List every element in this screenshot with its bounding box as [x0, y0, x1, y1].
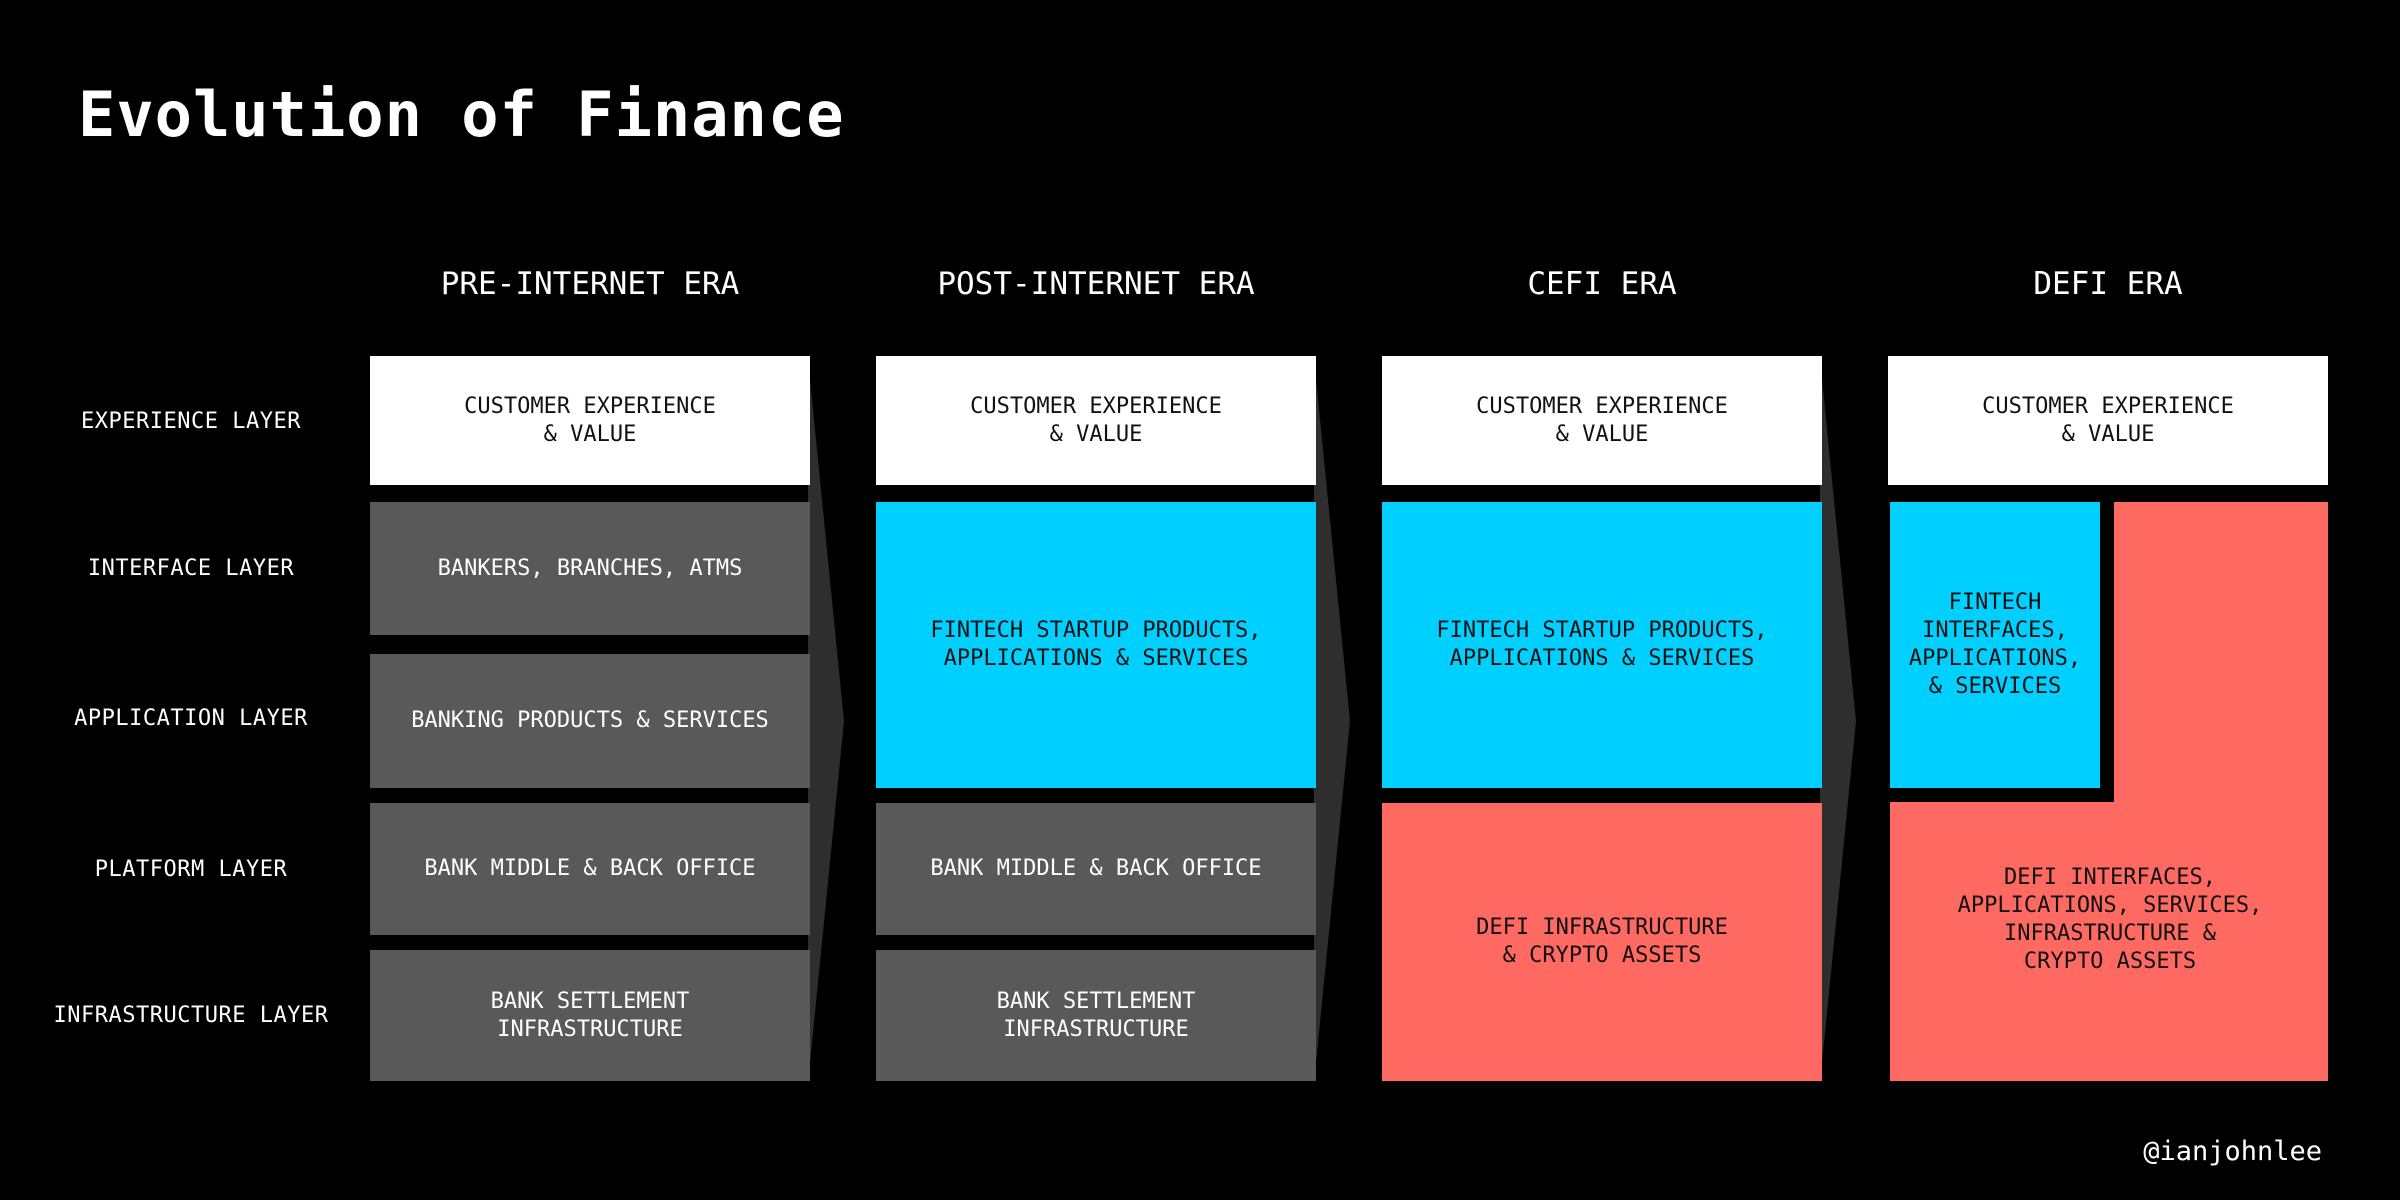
pre-platform-box: BANK MIDDLE & BACK OFFICE: [370, 803, 810, 935]
interface-layer-label: INTERFACE LAYER: [87, 556, 295, 581]
era-title-defi: DEFI ERA: [2033, 266, 2183, 302]
post-infrastructure-box: BANK SETTLEMENT INFRASTRUCTURE: [876, 950, 1316, 1081]
transition-arrow-1: [808, 359, 844, 1083]
era-title-cefi: CEFI ERA: [1527, 266, 1677, 302]
post-platform-box: BANK MIDDLE & BACK OFFICE: [876, 803, 1316, 935]
post-experience-box: CUSTOMER EXPERIENCE & VALUE: [876, 356, 1316, 485]
defi-experience-box: CUSTOMER EXPERIENCE & VALUE: [1888, 356, 2328, 485]
infrastructure-layer-label: INFRASTRUCTURE LAYER: [53, 1003, 329, 1028]
post-fintech-box: FINTECH STARTUP PRODUCTS, APPLICATIONS &…: [876, 502, 1316, 788]
defi-stack-shape: [1890, 502, 2328, 1081]
pre-interface-box: BANKERS, BRANCHES, ATMS: [370, 502, 810, 635]
pre-experience-box: CUSTOMER EXPERIENCE & VALUE: [370, 356, 810, 485]
era-title-post-internet: POST-INTERNET ERA: [937, 266, 1255, 302]
transition-arrow-3: [1820, 359, 1856, 1083]
cefi-fintech-box: FINTECH STARTUP PRODUCTS, APPLICATIONS &…: [1382, 502, 1822, 788]
author-handle: @ianjohnlee: [2143, 1136, 2322, 1167]
cefi-defi-infrastructure-box: DEFI INFRASTRUCTURE & CRYPTO ASSETS: [1382, 803, 1822, 1081]
experience-layer-label: EXPERIENCE LAYER: [81, 409, 301, 434]
defi-stack-label: DEFI INTERFACES, APPLICATIONS, SERVICES,…: [1957, 865, 2263, 974]
application-layer-label: APPLICATION LAYER: [74, 706, 308, 731]
page-title: Evolution of Finance: [78, 78, 845, 151]
platform-layer-label: PLATFORM LAYER: [94, 857, 288, 882]
transition-arrow-2: [1314, 359, 1350, 1083]
pre-infrastructure-box: BANK SETTLEMENT INFRASTRUCTURE: [370, 950, 810, 1081]
pre-application-box: BANKING PRODUCTS & SERVICES: [370, 654, 810, 788]
defi-fintech-box: FINTECH INTERFACES, APPLICATIONS, & SERV…: [1890, 502, 2100, 788]
era-title-pre-internet: PRE-INTERNET ERA: [440, 266, 740, 302]
cefi-experience-box: CUSTOMER EXPERIENCE & VALUE: [1382, 356, 1822, 485]
